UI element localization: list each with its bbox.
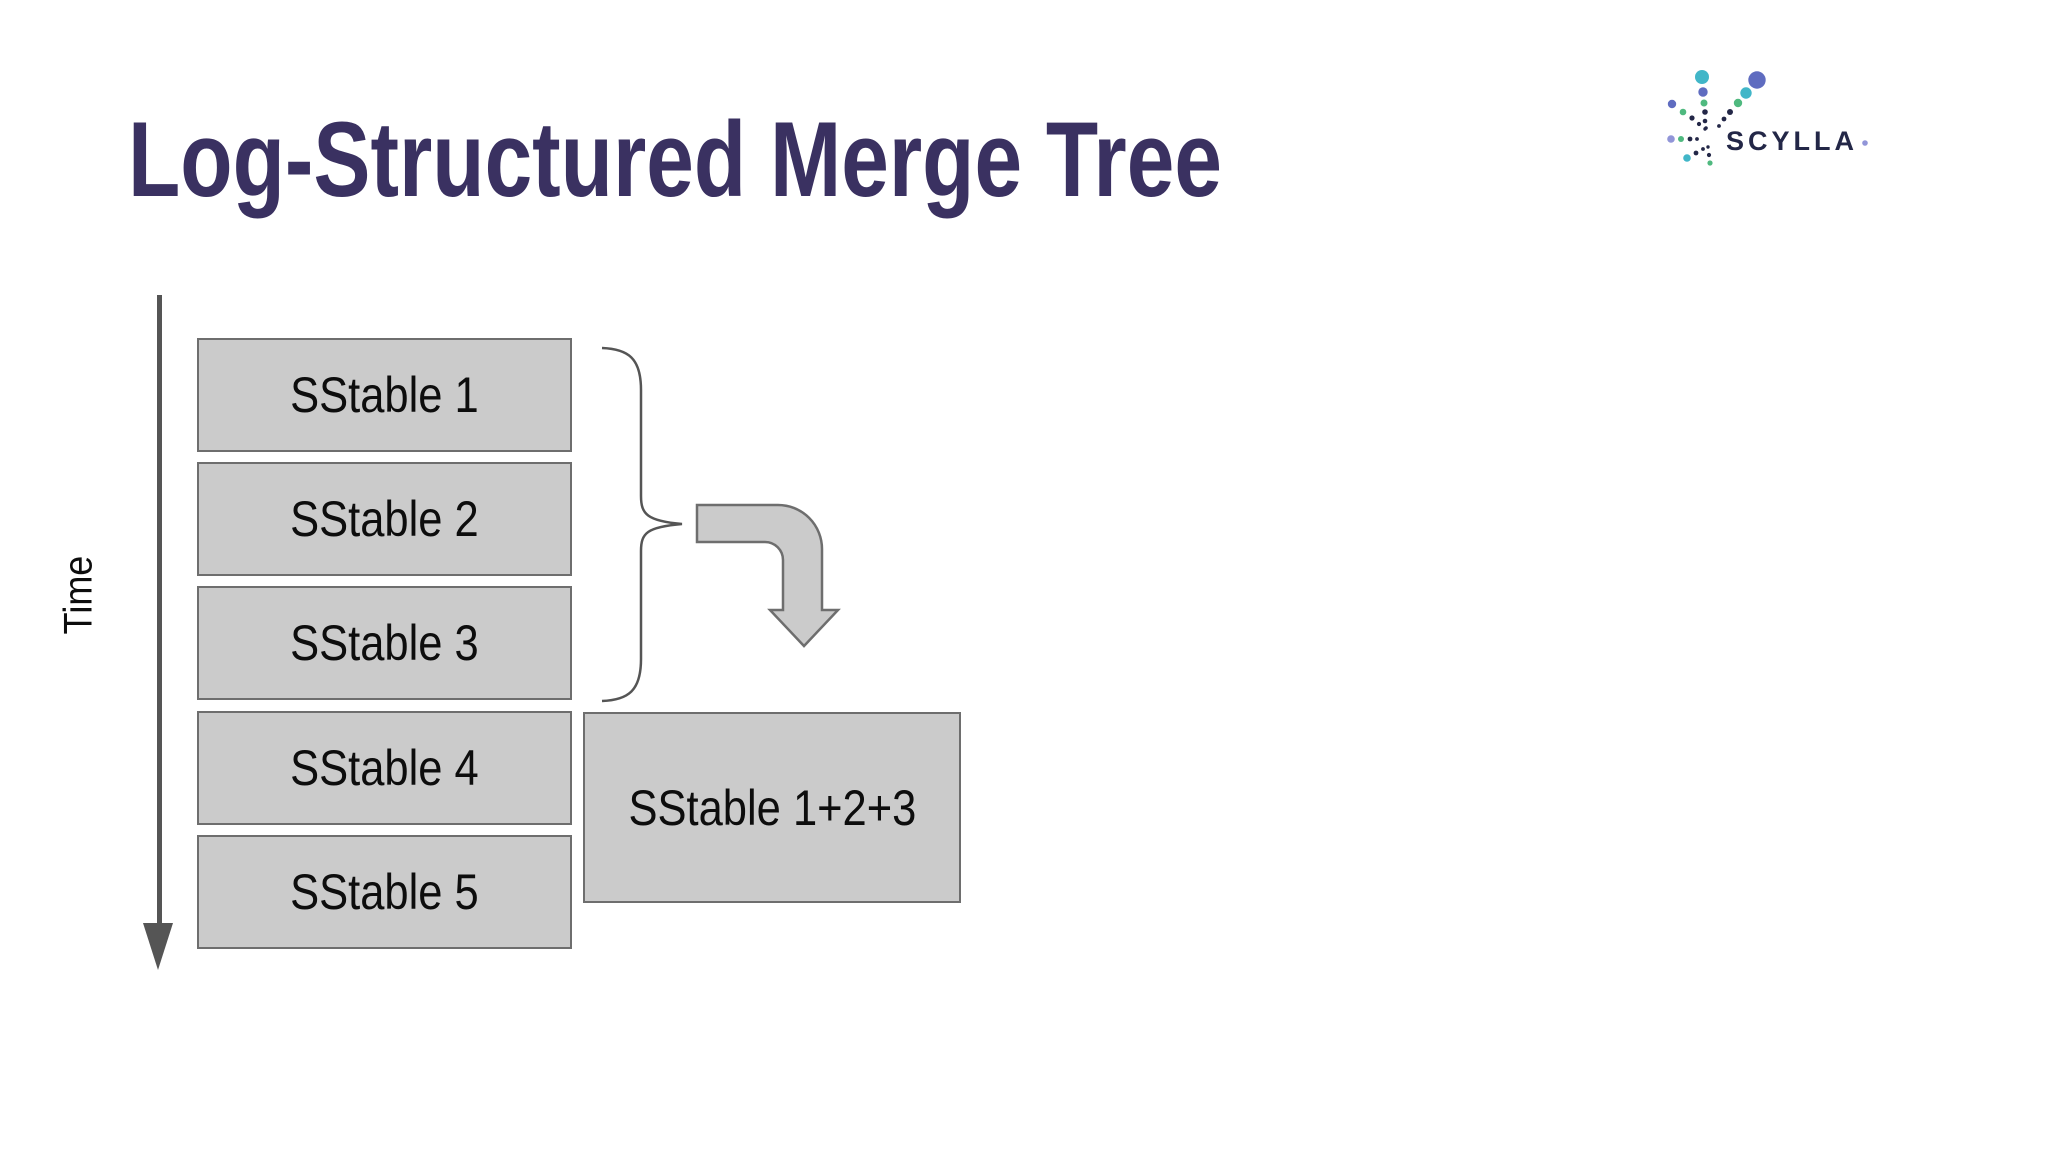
slide-title-text: Log-Structured Merge Tree [128, 99, 1222, 219]
scylla-logo-burst-icon [1667, 70, 1766, 166]
sstable-box-4: SStable 4 [197, 711, 572, 825]
time-axis-arrow [143, 295, 173, 970]
sstable-box-3: SStable 3 [197, 586, 572, 700]
sstable-box-label: SStable 5 [290, 864, 479, 920]
sstable-box-1: SStable 1 [197, 338, 572, 452]
sstable-box-label: SStable 1 [290, 367, 479, 423]
scylla-logo-graphic: SCYLLA [1667, 70, 1868, 166]
scylla-logo: SCYLLA [1650, 50, 1890, 170]
time-axis-label: Time [56, 555, 101, 635]
sstable-box-label: SStable 2 [290, 491, 479, 547]
sstable-box-label: SStable 4 [290, 740, 479, 796]
sstable-box-2: SStable 2 [197, 462, 572, 576]
merged-sstable-box: SStable 1+2+3 [583, 712, 961, 903]
slide-title: Log-Structured Merge Tree [128, 106, 1495, 213]
merge-arrow-icon [695, 503, 841, 648]
merged-sstable-label: SStable 1+2+3 [628, 779, 916, 836]
scylla-logo-period-dot [1862, 140, 1868, 146]
sstable-box-5: SStable 5 [197, 835, 572, 949]
grouping-brace [601, 346, 683, 703]
scylla-logo-wordmark: SCYLLA [1726, 126, 1858, 156]
sstable-box-label: SStable 3 [290, 615, 479, 671]
